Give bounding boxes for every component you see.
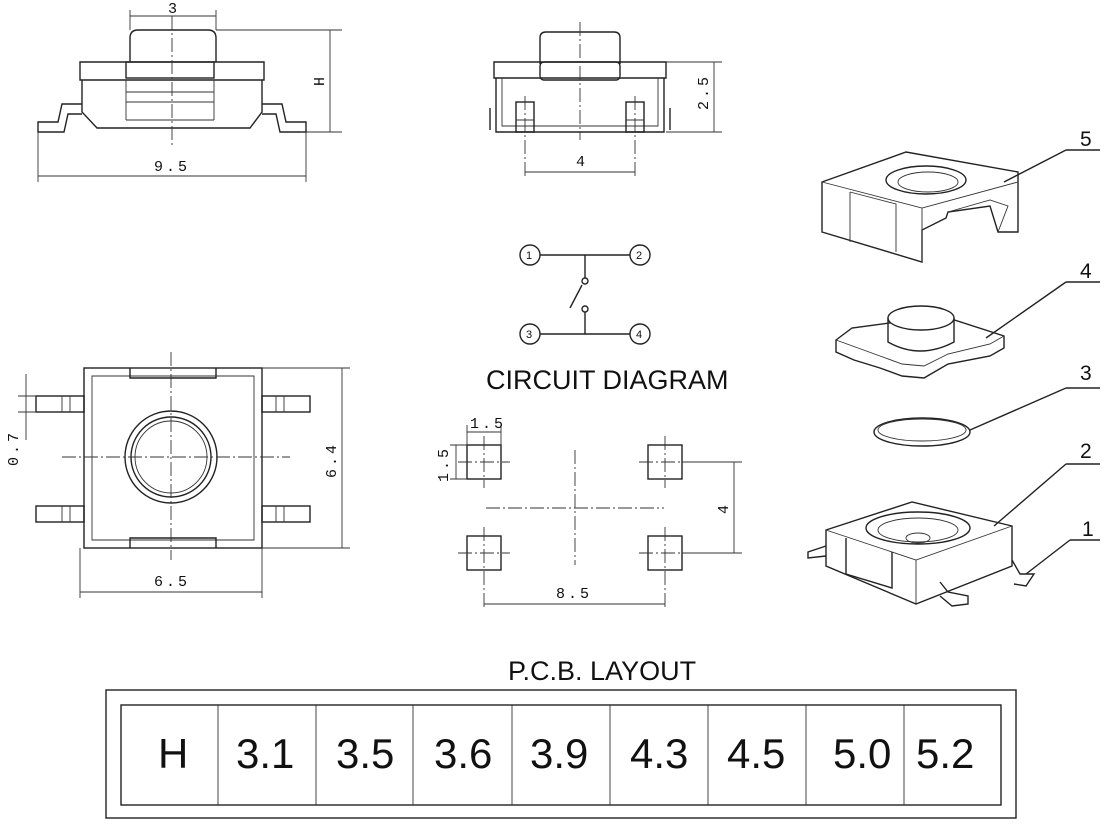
pcb-layout: 1.5 1.5 4 8.5 P.C.B. LAYOUT: [436, 416, 742, 686]
part-label-2: 2: [1080, 440, 1092, 463]
circuit-diagram-title: CIRCUIT DIAGRAM: [486, 365, 729, 395]
dim-side-height: 2.5: [696, 74, 713, 110]
table-header-h: H: [158, 730, 188, 777]
table-cell: 5.0: [833, 730, 891, 777]
dim-pin-width: 0.7: [6, 430, 23, 466]
table-cell: 3.9: [530, 730, 588, 777]
dim-pad-horizontal-pitch: 8.5: [556, 586, 592, 603]
part-label-3: 3: [1080, 362, 1092, 385]
side-view: 2.5 4: [489, 22, 722, 178]
circuit-pin-4: 4: [636, 329, 642, 341]
dim-pad-width: 1.5: [470, 416, 506, 433]
dim-pad-height: 1.5: [436, 446, 453, 482]
part-base: 2 1: [807, 440, 1100, 607]
dim-body-height: 6.4: [324, 442, 341, 478]
circuit-pin-1: 1: [526, 250, 532, 262]
table-cell: 3.6: [434, 730, 492, 777]
circuit-pin-2: 2: [636, 250, 642, 262]
table-cell: 4.3: [630, 730, 688, 777]
top-view: 0.7 6.4 6.5: [6, 352, 350, 598]
dim-top-width: 3: [168, 1, 180, 18]
exploded-view: 5 4 3: [807, 128, 1100, 607]
dim-height-h: H: [312, 74, 329, 86]
table-cell: 3.5: [336, 730, 394, 777]
dim-body-width: 6.5: [154, 574, 190, 591]
part-dome: 3: [873, 362, 1100, 447]
height-table: H 3.1 3.5 3.6 3.9 4.3 4.5 5.0 5.2: [105, 689, 1017, 819]
part-cover: 5: [821, 128, 1100, 263]
dim-pad-vertical-pitch: 4: [716, 502, 733, 514]
pcb-layout-title: P.C.B. LAYOUT: [508, 656, 696, 686]
dim-overall-length: 9.5: [154, 159, 190, 176]
part-actuator: 4: [835, 260, 1100, 379]
circuit-diagram: 1 2 3 4 CIRCUIT DIAGRAM: [486, 244, 729, 395]
table-cell: 4.5: [727, 730, 785, 777]
part-label-5: 5: [1080, 128, 1092, 151]
circuit-pin-3: 3: [526, 329, 532, 341]
height-table-cells: H 3.1 3.5 3.6 3.9 4.3 4.5 5.0 5.2: [158, 705, 974, 805]
dim-side-pitch: 4: [576, 154, 588, 171]
front-view: 3 H 9.5: [37, 1, 342, 182]
table-cell: 5.2: [916, 730, 974, 777]
part-label-4: 4: [1080, 260, 1092, 283]
part-label-1: 1: [1082, 518, 1094, 541]
table-cell: 3.1: [236, 730, 294, 777]
